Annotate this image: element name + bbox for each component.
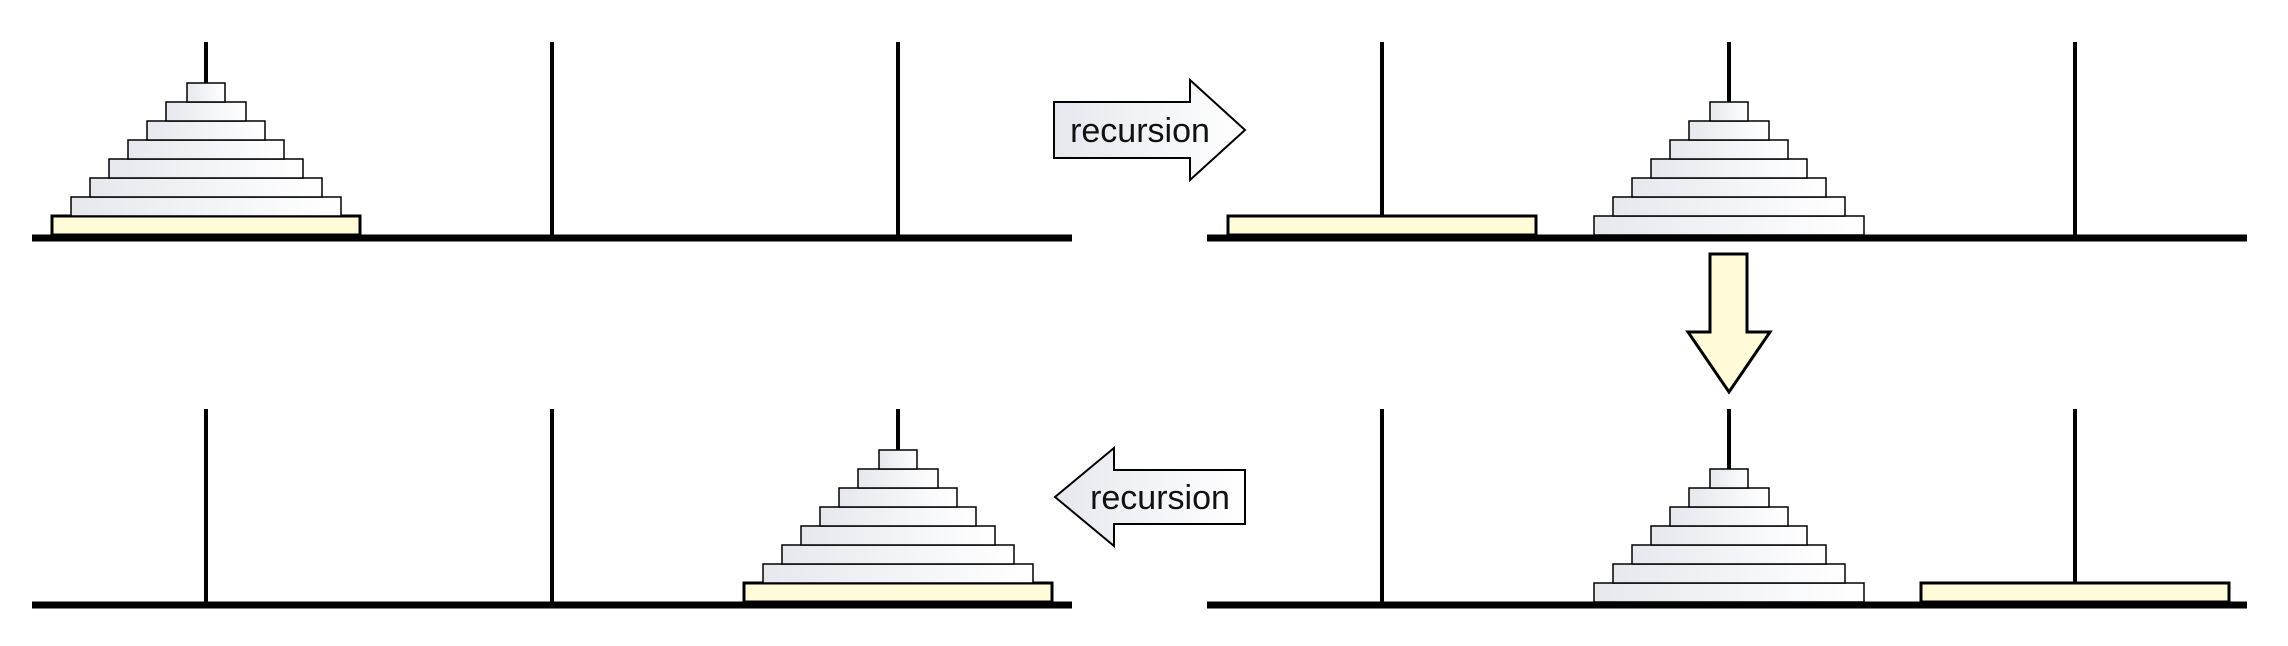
panels-group <box>32 42 2247 609</box>
arrow-recursion-left: recursion <box>1053 445 1246 549</box>
arrow-recursion-left-label: recursion <box>1090 479 1230 517</box>
small-disk <box>781 544 1015 565</box>
small-disk <box>857 468 939 489</box>
small-disk <box>1709 101 1749 122</box>
small-disk <box>1688 120 1770 141</box>
small-disk <box>1612 196 1846 217</box>
large-disk <box>742 581 1054 604</box>
panel-bottom-left <box>32 409 1072 609</box>
small-disk <box>1650 158 1808 179</box>
arrow-recursion-right-label: recursion <box>1070 112 1210 150</box>
panel-top-left <box>32 42 1072 242</box>
small-disk <box>1669 506 1789 527</box>
large-disk <box>1226 214 1538 237</box>
arrow-down <box>1685 252 1773 395</box>
small-disk <box>1631 544 1827 565</box>
small-disk <box>1593 582 1865 603</box>
small-disk <box>127 139 285 160</box>
arrow-recursion-right: recursion <box>1053 77 1247 183</box>
small-disk <box>1669 139 1789 160</box>
small-disk <box>165 101 247 122</box>
large-disk <box>1919 581 2231 604</box>
small-disk <box>878 449 918 470</box>
arrow-down-shape <box>1685 252 1773 395</box>
small-disk <box>108 158 304 179</box>
small-disk <box>819 506 977 527</box>
small-disk <box>1688 487 1770 508</box>
small-disk <box>1631 177 1827 198</box>
small-disk <box>186 82 226 103</box>
small-disk <box>1709 468 1749 489</box>
large-disk <box>50 214 362 237</box>
small-disk <box>1612 563 1846 584</box>
arrow-left-shape <box>1053 445 1246 549</box>
small-disk <box>762 563 1034 584</box>
small-disk <box>800 525 996 546</box>
small-disk <box>1593 215 1865 236</box>
small-disk <box>146 120 266 141</box>
arrow-right-shape <box>1053 77 1247 183</box>
panel-top-right <box>1207 42 2247 242</box>
small-disk <box>70 196 342 217</box>
small-disk <box>89 177 323 198</box>
small-disk <box>838 487 958 508</box>
small-disk <box>1650 525 1808 546</box>
panel-bottom-right <box>1207 409 2247 609</box>
